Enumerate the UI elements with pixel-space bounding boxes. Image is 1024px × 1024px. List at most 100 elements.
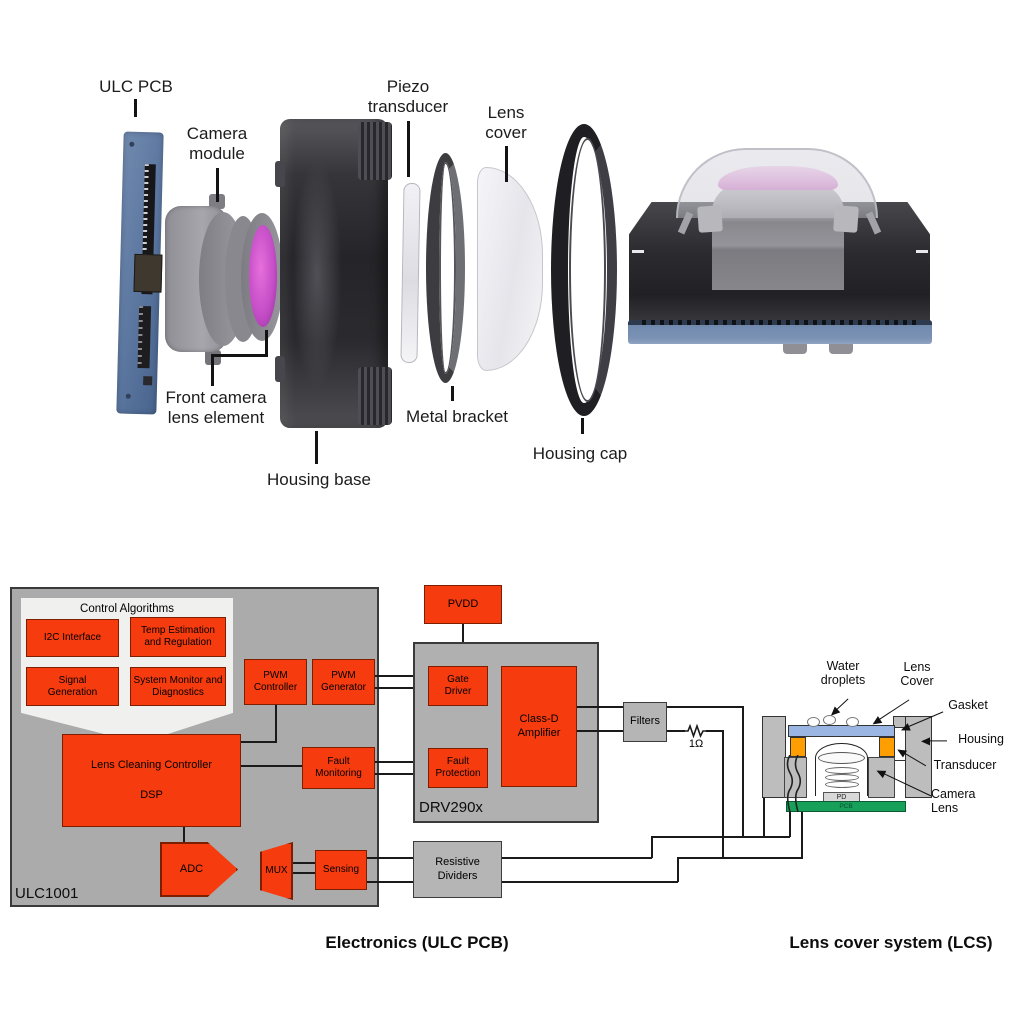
block-temp-estimation: Temp Estimation and Regulation: [130, 617, 226, 657]
asm-foot: [783, 344, 807, 354]
block-system-monitor: System Monitor and Diagnostics: [130, 667, 226, 706]
arrowhead: [921, 737, 930, 746]
lens-element: [825, 781, 859, 788]
assembled-unit-render: [626, 146, 934, 358]
dsp-line1: Lens Cleaning Controller: [90, 759, 213, 772]
wire: [275, 705, 277, 742]
asm-housing-slit: [632, 250, 644, 253]
leader-front-camera-lens-v2: [265, 330, 268, 356]
wire: [722, 730, 724, 858]
asm-pcb-components: [642, 320, 918, 325]
asm-foot: [829, 344, 853, 354]
lcs-transducer-right: [879, 737, 895, 757]
lens-element: [825, 767, 859, 774]
block-mux: MUX: [260, 842, 293, 900]
control-algorithms-title: Control Algorithms: [80, 603, 174, 615]
label-water-droplets: Water droplets: [820, 659, 866, 688]
asm-pcb-board: [628, 320, 932, 344]
wire: [763, 798, 765, 837]
wire: [651, 836, 653, 858]
label-lens-cover: Lens cover: [485, 103, 527, 142]
wire: [183, 827, 185, 842]
asm-clip: [697, 205, 723, 233]
label-gasket: Gasket: [948, 698, 988, 712]
housing-cap-render: [551, 124, 617, 416]
block-pwm-controller: PWM Controller: [244, 659, 307, 705]
block-filters: Filters: [623, 702, 667, 742]
piezo-transducer-render: [400, 182, 421, 364]
leader-front-camera-lens-v1: [211, 354, 214, 386]
lcs-camera-lens: [815, 743, 868, 796]
lcs-transducer-wires: [786, 755, 802, 812]
lcs-water-droplet: [846, 717, 859, 727]
housing-base-render: [275, 119, 392, 428]
label-housing-cap: Housing cap: [532, 444, 628, 463]
block-class-d-amplifier: Class-D Amplifier: [501, 666, 577, 787]
wire: [577, 730, 623, 732]
block-sensing: Sensing: [315, 850, 367, 890]
leader-piezo-transducer: [407, 121, 410, 177]
housing-base-tab-serrated: [358, 122, 392, 180]
wire: [742, 706, 744, 837]
label-housing-base: Housing base: [267, 470, 371, 489]
wire: [502, 857, 652, 859]
block-pvdd: PVDD: [424, 585, 502, 624]
lcs-transducer-left: [790, 737, 806, 757]
arrow-housing: [921, 737, 947, 746]
housing-base-tab-serrated: [358, 367, 392, 425]
wire: [375, 687, 413, 689]
leader-camera-module: [216, 168, 219, 202]
caption-electronics: Electronics (ULC PCB): [325, 933, 509, 952]
wire: [293, 872, 315, 874]
label-metal-bracket: Metal bracket: [405, 407, 509, 426]
wire: [502, 881, 678, 883]
lens-element: [818, 752, 865, 764]
label-ulc-pcb: ULC PCB: [99, 77, 173, 96]
leader-ulc-pcb: [134, 99, 137, 117]
block-signal-generation: Signal Generation: [26, 667, 119, 706]
arrow-water-droplets: [828, 698, 849, 719]
lcs-water-droplet: [807, 717, 820, 727]
wire: [462, 624, 464, 642]
block-fault-protection: Fault Protection: [428, 748, 488, 788]
wire: [367, 881, 413, 883]
housing-cap-groove: [569, 138, 606, 402]
label-camera-lens: Camera Lens: [931, 787, 976, 816]
wire: [241, 765, 302, 767]
leader-lens-cover: [505, 146, 508, 182]
wire: [677, 857, 803, 859]
wire: [667, 706, 743, 708]
housing-base-step: [275, 356, 285, 382]
asm-clip: [833, 205, 859, 233]
block-resistive-dividers: Resistive Dividers: [413, 841, 502, 898]
wire: [706, 730, 723, 732]
wire: [789, 810, 791, 837]
block-fault-monitoring: Fault Monitoring: [302, 747, 375, 789]
lens-cover-render: [477, 167, 543, 371]
lcs-pcb-bar: PCB: [786, 801, 906, 812]
camera-module-render: [165, 194, 283, 366]
ulc1001-name: ULC1001: [15, 885, 79, 902]
caption-lens-cover-system: Lens cover system (LCS): [789, 933, 993, 952]
label-camera-module: Camera module: [186, 124, 248, 163]
housing-base-step: [275, 161, 285, 187]
lens-element: [825, 774, 859, 781]
leader-housing-base: [315, 431, 318, 464]
leader-front-camera-lens-h: [211, 354, 268, 357]
wire: [801, 810, 803, 858]
asm-housing-slit: [916, 250, 928, 253]
pcb-mount-hole: [125, 393, 131, 399]
pcb-chip: [133, 253, 163, 293]
wire: [577, 706, 623, 708]
block-dsp: Lens Cleaning Controller DSP: [62, 734, 241, 827]
pcb-mount-hole: [129, 141, 135, 147]
wire: [375, 675, 413, 677]
leader-housing-cap: [581, 418, 584, 434]
wire: [677, 857, 679, 882]
wire: [375, 773, 413, 775]
resistor-symbol: [685, 723, 707, 739]
lcs-lens-cover-bar: [788, 725, 895, 737]
ulc-pcb-board: [116, 131, 164, 415]
wire: [651, 836, 790, 838]
